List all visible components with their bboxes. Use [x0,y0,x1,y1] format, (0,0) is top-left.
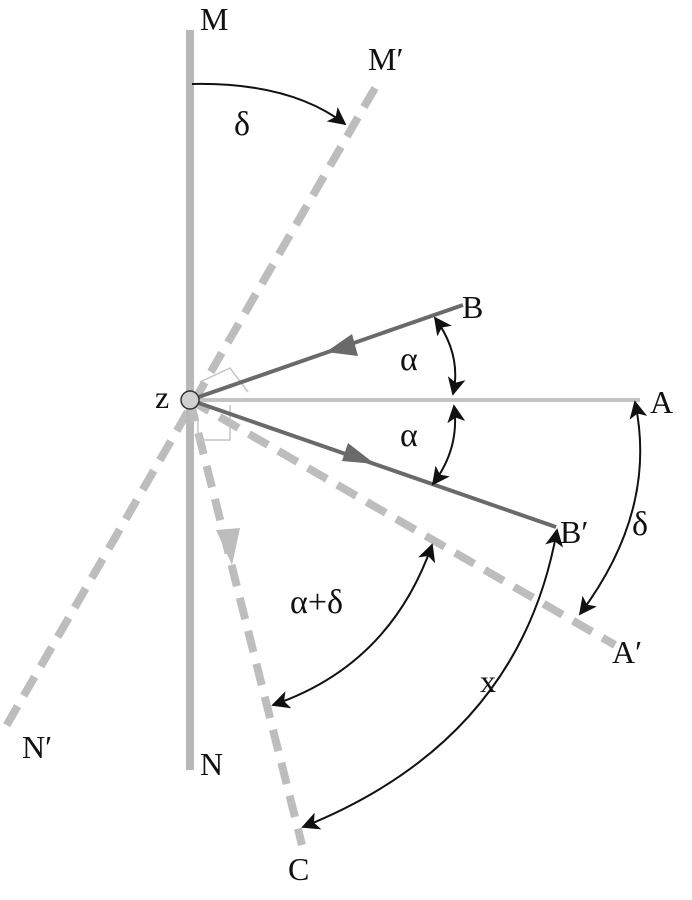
label-m-prime: M′ [368,41,403,77]
label-delta-top: δ [234,106,250,143]
label-b: B [462,289,483,325]
label-a-prime: A′ [612,634,642,670]
delta-right-arc [578,400,648,616]
reflected-ray-arrowhead [342,443,375,464]
deviated-ray-arrowhead [216,528,240,565]
alpha-lower-arc [431,404,466,486]
x-arc [301,528,564,830]
label-z: z [155,379,169,415]
label-m: M [200,1,228,37]
pivot-point [180,390,200,410]
label-delta-right: δ [632,506,648,543]
label-b-prime: B′ [560,514,588,550]
deviated-ray-line [186,399,306,846]
alpha-upper-arc [433,316,466,396]
alpha-plus-delta-arc [271,543,436,709]
label-alpha-upper: α [400,341,418,378]
label-a: A [650,384,673,420]
label-alpha-lower: α [400,417,418,454]
label-alpha-plus-delta: α+δ [290,584,343,621]
incident-ray-arrowhead [326,334,358,356]
incident-ray [189,303,464,402]
label-x: x [480,663,496,699]
delta-top-arc [191,82,347,126]
rotated-mirror-line [1,85,379,731]
label-n: N [200,746,223,782]
label-n-prime: N′ [22,729,52,765]
right-angle-marker-lower [197,405,231,441]
label-c: C [288,851,309,887]
